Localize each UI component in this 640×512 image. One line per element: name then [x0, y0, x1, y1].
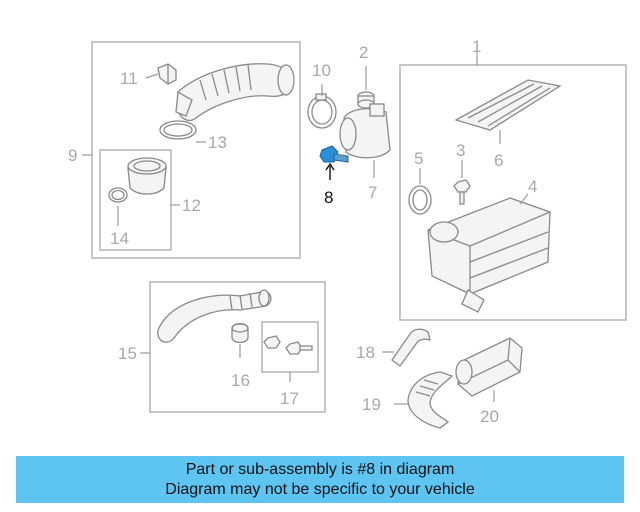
- group-box-12: [99, 149, 172, 251]
- arrow-8: [325, 162, 335, 180]
- maf-sensor-part-7: [339, 103, 391, 159]
- callout-6: 6: [494, 151, 503, 170]
- parts-diagram: 9 12 11 13 14 10: [68, 37, 627, 429]
- clamp-part-13: [159, 120, 197, 140]
- callout-17: 17: [280, 389, 299, 408]
- banner-line-1: Part or sub-assembly is #8 in diagram: [185, 461, 455, 478]
- duct-part-15: [157, 289, 272, 343]
- callout-11: 11: [120, 69, 138, 88]
- bolt-part-3: [453, 179, 471, 205]
- hose-part-19: [407, 371, 454, 429]
- group-box-15: [149, 281, 326, 413]
- callout-2: 2: [359, 43, 368, 62]
- intake-hose-part: [175, 63, 295, 122]
- callout-19: 19: [362, 395, 381, 414]
- adapter-part-12: [127, 157, 167, 195]
- filter-element-part-6: [454, 79, 562, 131]
- group-box-1: [399, 64, 627, 321]
- callout-9: 9: [68, 146, 77, 165]
- banner-line-2: Diagram may not be specific to your vehi…: [165, 481, 475, 498]
- callout-16: 16: [231, 371, 250, 390]
- callout-15: 15: [118, 344, 137, 363]
- callout-20: 20: [480, 407, 499, 426]
- callout-10: 10: [312, 61, 331, 80]
- bolt-part-8: [319, 145, 349, 163]
- info-banner: Part or sub-assembly is #8 in diagram Di…: [16, 456, 624, 503]
- callout-7: 7: [368, 183, 377, 202]
- resonator-part-20: [455, 337, 523, 397]
- callout-12: 12: [182, 196, 201, 215]
- tube-part-18: [391, 328, 431, 367]
- air-box-part-4: [427, 197, 551, 313]
- callout-3: 3: [456, 141, 465, 160]
- callout-5: 5: [414, 149, 423, 168]
- clamp-part-10: [307, 93, 337, 129]
- callout-4: 4: [528, 177, 537, 196]
- callout-18: 18: [356, 343, 375, 362]
- callout-8: 8: [324, 188, 333, 207]
- fastener-part-17: [263, 335, 313, 355]
- seal-part-14: [108, 187, 128, 203]
- group-box-9: [91, 41, 301, 259]
- callout-14: 14: [110, 229, 129, 248]
- callout-13: 13: [208, 133, 227, 152]
- grommet-part-16: [231, 322, 249, 344]
- callout-1: 1: [472, 37, 481, 56]
- seal-part-5: [408, 185, 432, 215]
- clip-part-11: [157, 63, 177, 85]
